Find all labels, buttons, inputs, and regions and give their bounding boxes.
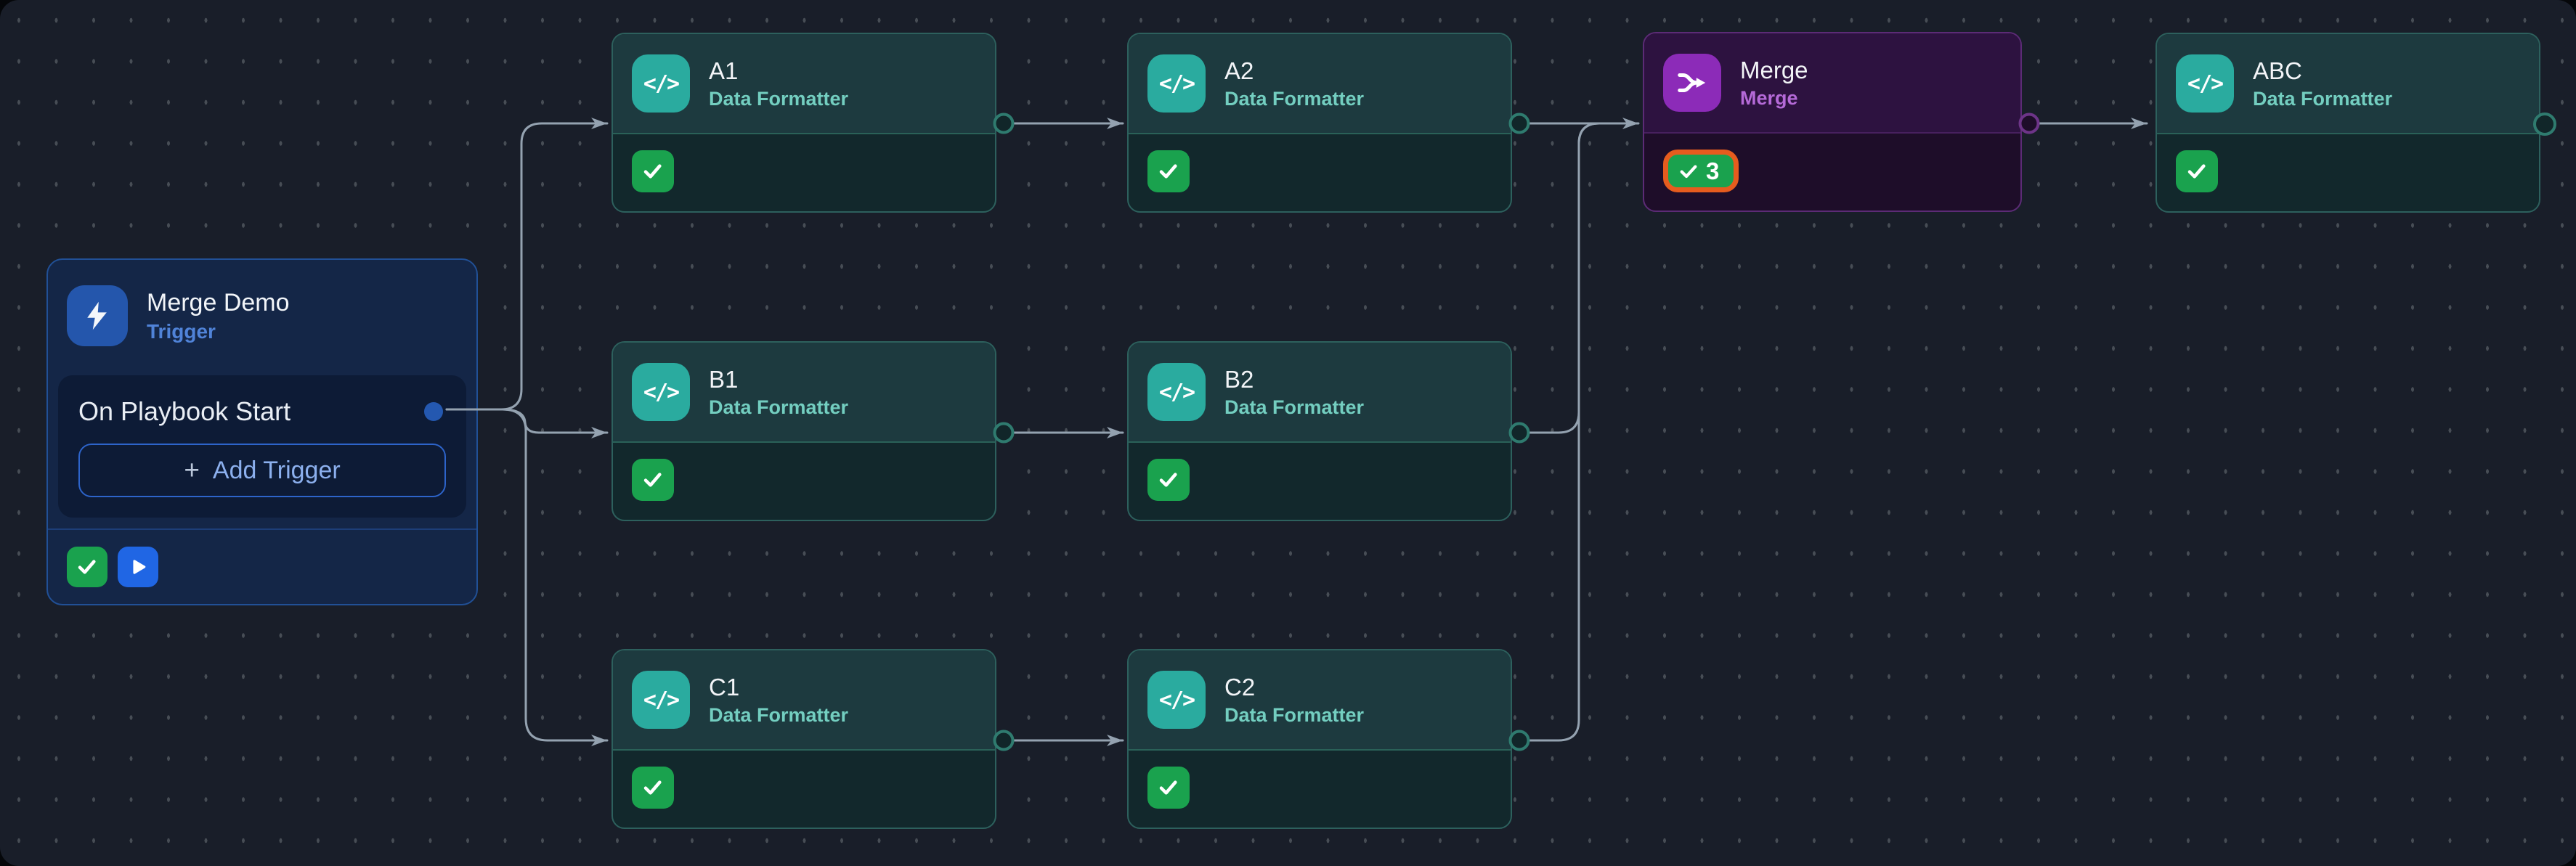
- trigger-event-row[interactable]: On Playbook Start: [78, 391, 446, 432]
- node-title: C2: [1224, 673, 1256, 700]
- node-status-area: [2157, 134, 2539, 210]
- success-status-button[interactable]: [1147, 459, 1190, 501]
- node-title: B2: [1224, 365, 1254, 393]
- port-c1-output[interactable]: [993, 730, 1015, 751]
- code-icon: </>: [632, 363, 690, 421]
- trigger-node-header: Merge Demo Trigger: [48, 260, 476, 364]
- port-b1-output[interactable]: [993, 422, 1015, 444]
- node-trigger[interactable]: Merge Demo Trigger On Playbook Start + A…: [46, 258, 478, 605]
- success-status-button[interactable]: [632, 459, 674, 501]
- node-title: B1: [709, 365, 739, 393]
- trigger-subtitle: Trigger: [147, 319, 216, 343]
- node-subtitle: Data Formatter: [709, 703, 849, 726]
- node-b1[interactable]: </> B1 Data Formatter: [612, 341, 996, 521]
- code-icon: </>: [632, 54, 690, 113]
- code-icon: </>: [1147, 363, 1206, 421]
- port-merge-output[interactable]: [2018, 113, 2040, 134]
- check-icon: [1680, 164, 1697, 178]
- lightning-bolt-icon: [67, 285, 128, 346]
- code-icon: </>: [1147, 671, 1206, 729]
- run-count: 3: [1706, 158, 1720, 184]
- trigger-success-status-button[interactable]: [67, 547, 107, 587]
- node-subtitle: Data Formatter: [2253, 87, 2393, 110]
- edge-c2-to-merge: [1527, 122, 1601, 742]
- node-header: </> C2 Data Formatter: [1129, 650, 1511, 751]
- node-subtitle: Data Formatter: [709, 396, 849, 418]
- node-subtitle: Data Formatter: [709, 87, 849, 110]
- code-icon: </>: [2176, 54, 2234, 113]
- node-status-area: [613, 443, 995, 518]
- node-status-area: 3: [1644, 134, 2020, 209]
- port-c2-output[interactable]: [1508, 730, 1530, 751]
- node-status-area: [1129, 134, 1511, 210]
- run-playbook-button[interactable]: [118, 547, 158, 587]
- node-subtitle: Data Formatter: [1224, 396, 1365, 418]
- port-a2-output[interactable]: [1508, 113, 1530, 134]
- node-merge[interactable]: Merge Merge 3: [1643, 32, 2022, 212]
- node-status-area: [1129, 443, 1511, 518]
- node-header: </> ABC Data Formatter: [2157, 34, 2539, 134]
- node-header: </> B2 Data Formatter: [1129, 343, 1511, 443]
- node-subtitle: Data Formatter: [1224, 703, 1365, 726]
- node-header: </> A2 Data Formatter: [1129, 34, 1511, 134]
- node-header: </> C1 Data Formatter: [613, 650, 995, 751]
- success-status-button[interactable]: [632, 150, 674, 192]
- node-b2[interactable]: </> B2 Data Formatter: [1127, 341, 1512, 521]
- node-subtitle: Data Formatter: [1224, 87, 1365, 110]
- success-status-button[interactable]: [1147, 767, 1190, 809]
- success-status-button[interactable]: [1147, 150, 1190, 192]
- node-abc[interactable]: </> ABC Data Formatter: [2156, 33, 2540, 213]
- add-trigger-label: Add Trigger: [212, 456, 341, 484]
- trigger-title: Merge Demo: [147, 288, 290, 316]
- node-title: A2: [1224, 57, 1254, 84]
- node-header: Merge Merge: [1644, 33, 2020, 134]
- success-status-button[interactable]: [2176, 150, 2218, 192]
- node-a2[interactable]: </> A2 Data Formatter: [1127, 33, 1512, 213]
- code-icon: </>: [1147, 54, 1206, 113]
- node-title: ABC: [2253, 57, 2302, 84]
- plus-icon: +: [184, 455, 200, 485]
- node-title: Merge: [1740, 56, 1808, 83]
- run-count-badge-highlighted[interactable]: 3: [1663, 150, 1739, 192]
- node-status-area: [1129, 751, 1511, 826]
- merge-icon: [1663, 54, 1721, 112]
- node-title: C1: [709, 673, 740, 700]
- node-a1[interactable]: </> A1 Data Formatter: [612, 33, 996, 213]
- node-header: </> A1 Data Formatter: [613, 34, 995, 134]
- node-title: A1: [709, 57, 739, 84]
- port-b2-output[interactable]: [1508, 422, 1530, 444]
- edge-b2-to-merge: [1527, 122, 1601, 434]
- node-c1[interactable]: </> C1 Data Formatter: [612, 649, 996, 829]
- node-status-area: [613, 751, 995, 826]
- node-header: </> B1 Data Formatter: [613, 343, 995, 443]
- trigger-event-label: On Playbook Start: [78, 396, 291, 426]
- trigger-events-panel: On Playbook Start + Add Trigger: [58, 375, 466, 518]
- success-status-button[interactable]: [632, 767, 674, 809]
- node-subtitle: Merge: [1740, 86, 1798, 109]
- trigger-output-port[interactable]: [424, 402, 443, 421]
- node-status-area: [613, 134, 995, 210]
- trigger-footer: [48, 528, 476, 604]
- code-icon: </>: [632, 671, 690, 729]
- add-trigger-button[interactable]: + Add Trigger: [78, 444, 446, 497]
- port-a1-output[interactable]: [993, 113, 1015, 134]
- node-c2[interactable]: </> C2 Data Formatter: [1127, 649, 1512, 829]
